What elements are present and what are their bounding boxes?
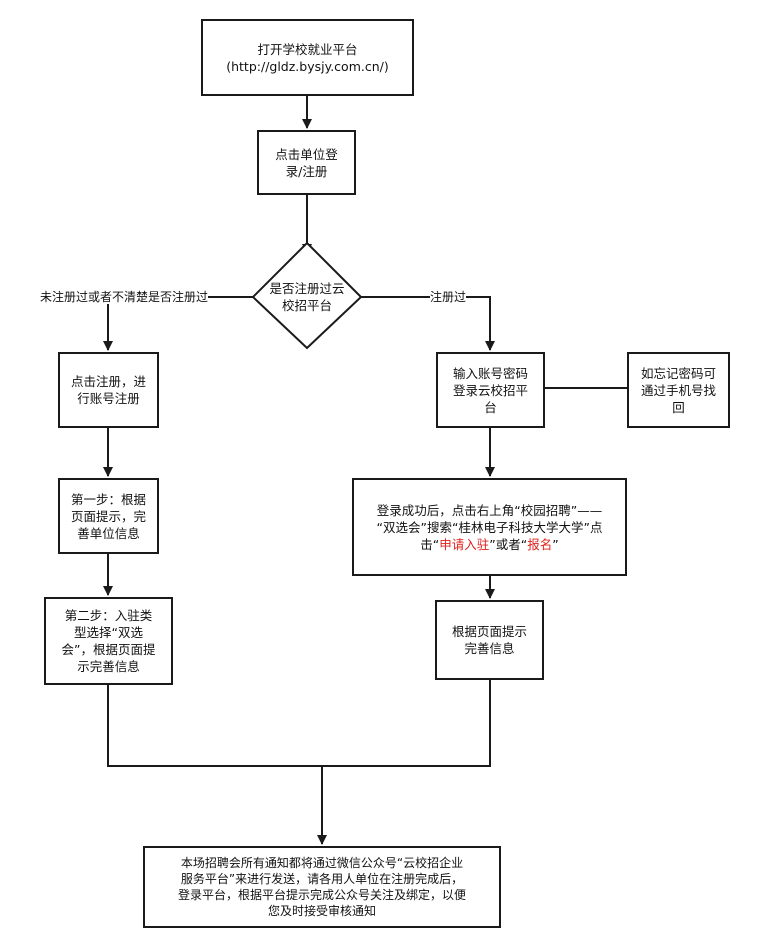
arrow-decision-to-register bbox=[103, 296, 253, 351]
node-after-login: 登录成功后，点击右上角“校园招聘”—— “双选会”搜索“桂林电子科技大学大学”点… bbox=[352, 478, 627, 576]
node-complete-info-line1: 根据页面提示 bbox=[451, 624, 527, 639]
edge-label-registered: 注册过 bbox=[430, 290, 467, 304]
line-step2-merge bbox=[107, 685, 322, 767]
node-click-register-line2: 行账号注册 bbox=[77, 391, 140, 406]
node-step1-line2: 页面提示，完 bbox=[70, 508, 146, 524]
node-forgot-password-line3: 回 bbox=[672, 399, 685, 415]
node-enter-account-line2: 登录云校招平 bbox=[452, 382, 528, 398]
decision-line2: 校招平台 bbox=[281, 298, 332, 313]
node-after-login-line1: 登录成功后，点击右上角“校园招聘”—— bbox=[376, 502, 603, 518]
node-forgot-password-line2: 通过手机号找 bbox=[640, 382, 716, 398]
node-click-login-line1: 点击单位登 bbox=[275, 146, 338, 162]
decision-line1: 是否注册过云 bbox=[269, 281, 345, 296]
node-final-notice-line2: 服务平台”来进行发送，请各用人单位在注册完成后， bbox=[180, 872, 464, 886]
node-after-login-line3-c: ” bbox=[552, 536, 559, 552]
node-step2-line4: 示完善信息 bbox=[77, 659, 140, 674]
node-step2-line3: 会”，根据页面提 bbox=[61, 642, 156, 657]
node-final-notice-line3: 登录平台，根据平台提示完成公众号关注及绑定，以便 bbox=[177, 888, 466, 902]
node-final-notice-line1: 本场招聘会所有通知都将通过微信公众号“云校招企业 bbox=[180, 856, 464, 870]
node-open-platform: 打开学校就业平台 (http://gldz.bysjy.com.cn/) bbox=[201, 19, 414, 96]
node-final-notice: 本场招聘会所有通知都将通过微信公众号“云校招企业 服务平台”来进行发送，请各用人… bbox=[143, 846, 501, 928]
node-step1: 第一步：根据 页面提示，完 善单位信息 bbox=[58, 478, 159, 554]
node-enter-account-line3: 台 bbox=[484, 399, 497, 415]
node-after-login-line2: “双选会”搜索“桂林电子科技大学大学”点 bbox=[376, 519, 603, 535]
node-complete-info: 根据页面提示 完善信息 bbox=[435, 600, 544, 680]
node-step1-line1: 第一步：根据 bbox=[70, 491, 146, 507]
node-open-platform-line1: 打开学校就业平台 bbox=[257, 41, 358, 57]
node-after-login-line3-a: 击“ bbox=[420, 536, 440, 552]
node-step2-line2: 型选择“双选 bbox=[74, 625, 143, 640]
node-final-notice-line4: 您及时接受审核通知 bbox=[267, 904, 376, 918]
node-after-login-apply-highlight: 申请入驻 bbox=[439, 536, 490, 552]
node-click-register: 点击注册，进 行账号注册 bbox=[58, 352, 159, 428]
node-enter-account: 输入账号密码 登录云校招平 台 bbox=[436, 352, 545, 428]
node-after-login-line3: 击“申请入驻”或者“报名” bbox=[420, 536, 558, 553]
decision-diamond bbox=[251, 241, 363, 350]
edge-label-not-registered: 未注册过或者不清楚是否注册过 bbox=[40, 290, 209, 304]
node-click-register-line1: 点击注册，进 bbox=[70, 374, 146, 389]
node-step2-line1: 第二步：入驻类 bbox=[64, 608, 153, 623]
node-click-login: 点击单位登 录/注册 bbox=[257, 130, 356, 195]
node-after-login-line3-b: ”或者“ bbox=[489, 536, 528, 552]
node-forgot-password-line1: 如忘记密码可 bbox=[640, 365, 716, 381]
arrow-decision-to-account bbox=[361, 296, 495, 351]
node-open-platform-line2: (http://gldz.bysjy.com.cn/) bbox=[226, 58, 389, 74]
node-after-login-signup-highlight: 报名 bbox=[527, 536, 553, 552]
node-forgot-password: 如忘记密码可 通过手机号找 回 bbox=[627, 352, 730, 428]
line-complete-merge bbox=[322, 680, 491, 767]
node-step1-line3: 善单位信息 bbox=[77, 525, 140, 541]
node-click-login-line2: 录/注册 bbox=[285, 163, 328, 179]
node-step2: 第二步：入驻类 型选择“双选 会”，根据页面提 示完善信息 bbox=[44, 597, 173, 685]
node-complete-info-line2: 完善信息 bbox=[464, 641, 515, 656]
decision-text: 是否注册过云 校招平台 bbox=[262, 280, 352, 314]
node-enter-account-line1: 输入账号密码 bbox=[452, 365, 528, 381]
